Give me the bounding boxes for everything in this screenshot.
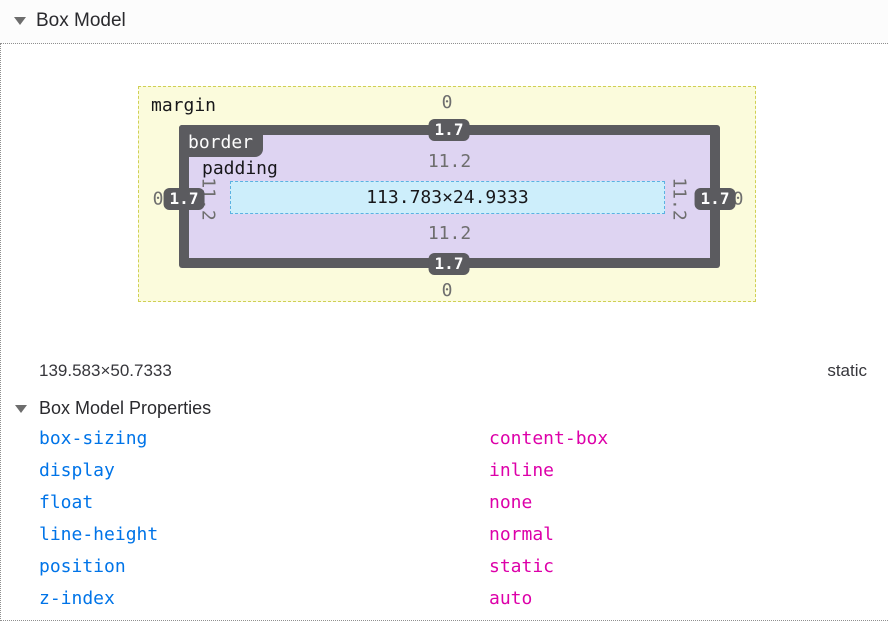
property-row: line-height normal	[1, 524, 888, 548]
property-value: inline	[489, 460, 555, 481]
margin-left-value[interactable]: 0	[152, 188, 164, 210]
property-row: z-index auto	[1, 588, 888, 612]
border-region[interactable]: border padding 11.2 11.2 11.2 11.2 113.7…	[179, 125, 720, 268]
property-row: display inline	[1, 460, 888, 484]
padding-left-value[interactable]: 11.2	[197, 177, 219, 221]
collapse-triangle-icon[interactable]	[14, 17, 26, 25]
property-value: static	[489, 556, 555, 577]
property-value: auto	[489, 588, 533, 609]
margin-top-value[interactable]: 0	[441, 92, 453, 113]
property-name: line-height	[39, 524, 159, 545]
property-name: position	[39, 556, 126, 577]
padding-label: padding	[202, 158, 278, 179]
border-right-value[interactable]: 1.7	[694, 188, 736, 210]
border-label: border	[179, 125, 264, 157]
property-row: position static	[1, 556, 888, 580]
element-dimensions: 139.583×50.7333	[39, 361, 172, 380]
properties-section-title[interactable]: Box Model Properties	[39, 398, 212, 418]
property-name: display	[39, 460, 115, 481]
property-name: z-index	[39, 588, 115, 609]
property-value: none	[489, 492, 533, 513]
margin-bottom-value[interactable]: 0	[441, 280, 453, 301]
property-row: box-sizing content-box	[1, 428, 888, 452]
content-region[interactable]: 113.783×24.9333	[230, 181, 665, 214]
padding-right-value[interactable]: 11.2	[668, 177, 690, 221]
property-row: float none	[1, 492, 888, 516]
border-top-value[interactable]: 1.7	[428, 119, 470, 141]
property-value: normal	[489, 524, 555, 545]
margin-label: margin	[151, 95, 217, 116]
border-left-value[interactable]: 1.7	[163, 188, 205, 210]
box-model-section-body: margin 0 0 0 0 border padding 11.2 11.2 …	[0, 44, 888, 621]
section-title: Box Model	[36, 10, 126, 31]
property-name: box-sizing	[39, 428, 148, 449]
padding-bottom-value[interactable]: 11.2	[427, 223, 472, 244]
padding-top-value[interactable]: 11.2	[427, 151, 472, 172]
border-bottom-value[interactable]: 1.7	[428, 253, 470, 275]
margin-region[interactable]: margin 0 0 0 0 border padding 11.2 11.2 …	[138, 86, 756, 302]
properties-collapse-triangle-icon[interactable]	[15, 405, 27, 413]
property-value: content-box	[489, 428, 609, 449]
box-model-section-header[interactable]: Box Model	[0, 0, 888, 44]
element-position: static	[827, 361, 867, 380]
margin-right-value[interactable]: 0	[732, 188, 744, 210]
property-name: float	[39, 492, 94, 513]
